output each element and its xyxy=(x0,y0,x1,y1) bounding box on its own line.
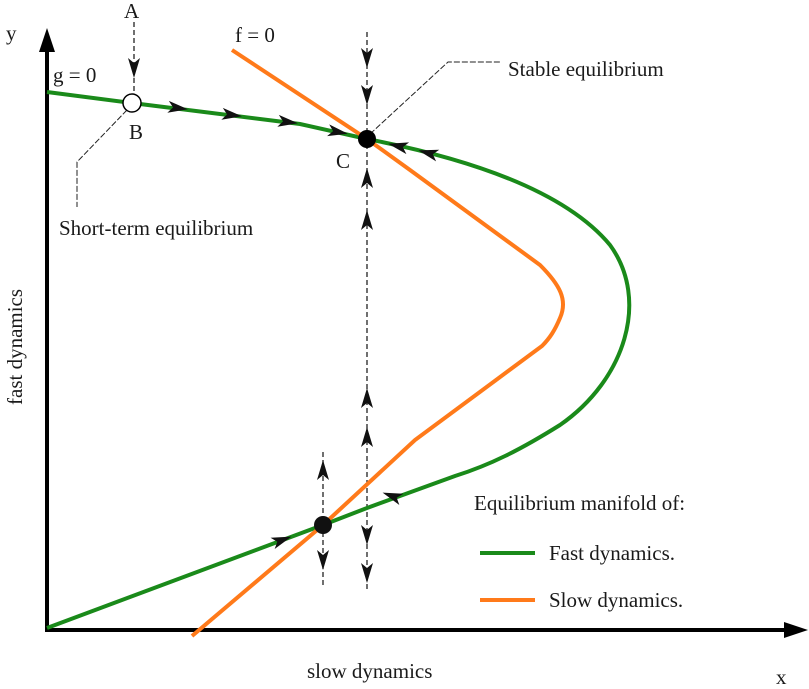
point-b-short-term-equilibrium xyxy=(122,93,142,113)
arrowhead-icon xyxy=(361,525,373,545)
arrowhead-icon xyxy=(361,210,373,230)
x-axis-title: slow dynamics xyxy=(307,659,432,683)
g-label: g = 0 xyxy=(53,63,96,87)
arrowhead-icon xyxy=(418,149,440,162)
arrowhead-icon xyxy=(277,114,298,127)
arrowhead-icon xyxy=(317,460,329,480)
flow-arrows xyxy=(128,48,440,583)
legend-label-fast: Fast dynamics. xyxy=(549,541,675,565)
y-axis-label: y xyxy=(6,21,17,45)
point-a-label: A xyxy=(124,0,140,23)
leader-stable xyxy=(369,61,500,135)
leader-short-term xyxy=(76,109,128,207)
legend: Equilibrium manifold of: Fast dynamics. … xyxy=(474,491,685,612)
arrowhead-icon xyxy=(361,168,373,188)
arrowhead-icon xyxy=(361,85,373,105)
point-b-label: B xyxy=(129,120,143,144)
saddle-equilibrium xyxy=(314,516,332,534)
y-axis-arrow xyxy=(39,28,55,52)
arrowhead-icon xyxy=(128,58,140,78)
slow-manifold-curve xyxy=(190,48,566,638)
stable-equilibrium-label: Stable equilibrium xyxy=(508,57,664,81)
arrowhead-icon xyxy=(361,563,373,583)
legend-title: Equilibrium manifold of: xyxy=(474,491,685,515)
x-axis-label: x xyxy=(776,665,787,689)
short-term-equilibrium-label: Short-term equilibrium xyxy=(59,216,253,240)
point-c-stable-equilibrium xyxy=(358,130,376,148)
legend-label-slow: Slow dynamics. xyxy=(549,588,683,612)
fast-manifold-curve xyxy=(46,90,632,630)
arrowhead-icon xyxy=(221,107,242,120)
arrowhead-icon xyxy=(388,142,410,155)
arrowhead-icon xyxy=(270,536,292,550)
f-label: f = 0 xyxy=(235,23,275,47)
y-axis-title: fast dynamics xyxy=(3,289,27,405)
arrowhead-icon xyxy=(317,550,329,570)
arrowhead-icon xyxy=(361,388,373,408)
arrowhead-icon xyxy=(167,100,188,113)
arrowhead-icon xyxy=(361,427,373,447)
point-c-label: C xyxy=(336,149,350,173)
arrowhead-icon xyxy=(361,48,373,68)
x-axis-arrow xyxy=(784,622,808,638)
arrowhead-icon xyxy=(327,124,348,137)
arrowhead-icon xyxy=(382,492,404,506)
